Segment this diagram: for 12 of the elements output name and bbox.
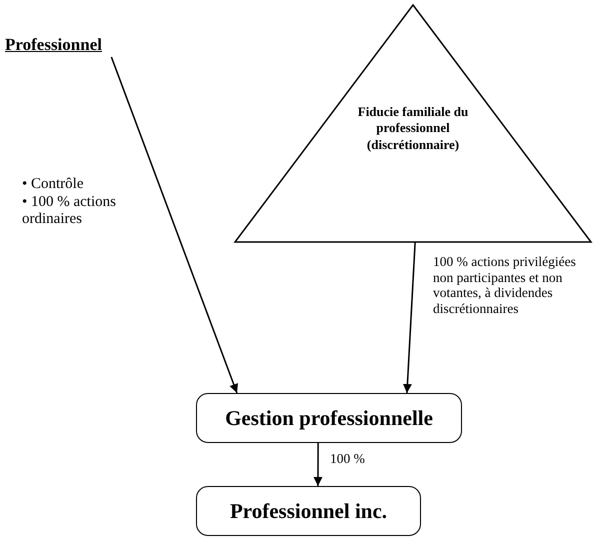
arrow xyxy=(110,56,238,394)
heading-text: Professionnel xyxy=(5,33,145,57)
process-box: Gestion professionnelle xyxy=(196,393,462,443)
edge-label: 100 % xyxy=(330,451,366,467)
triangle-shape xyxy=(233,4,593,244)
arrow xyxy=(402,242,416,394)
node-text: Fiducie familiale du professionnel (discrétionnaire) xyxy=(356,104,470,153)
bullet-note: • Contrôle xyxy=(22,176,84,194)
edge-label: 100 % actions privilégiées non participantes et non votantes, à dividendes discrétionnaires xyxy=(433,254,577,316)
arrow xyxy=(313,443,322,486)
bullet-note: • 100 % actions ordinaires xyxy=(22,194,117,228)
process-box: Professionnel inc. xyxy=(196,486,421,536)
